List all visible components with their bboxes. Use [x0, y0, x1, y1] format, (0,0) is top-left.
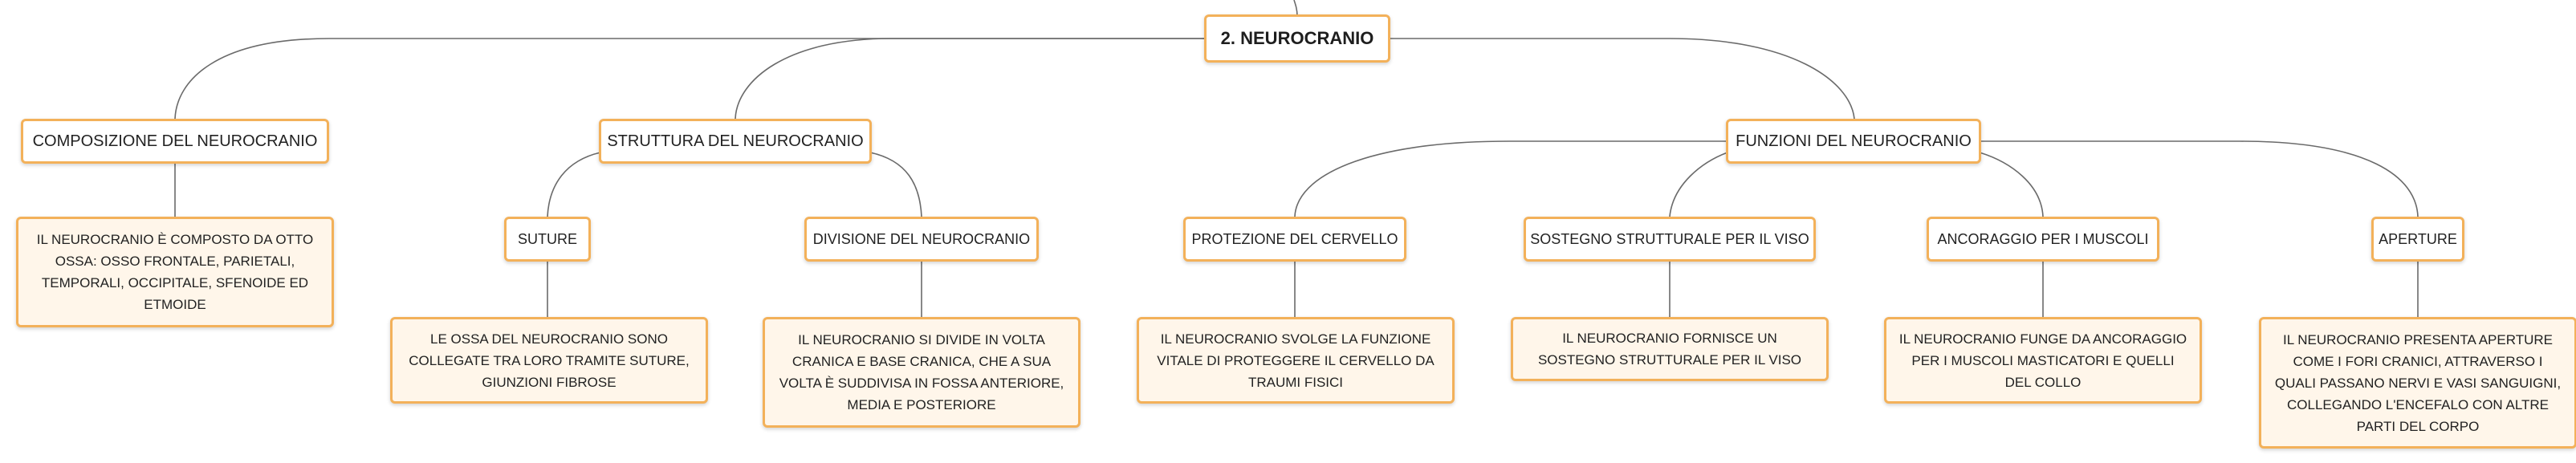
sub-ancoraggio[interactable]: ANCORAGGIO PER I MUSCOLI	[1927, 217, 2159, 262]
sub-aperture-label: APERTURE	[2379, 230, 2457, 247]
connector-struttura-suture	[547, 152, 601, 217]
detail-aperture[interactable]: IL NEUROCRANIO PRESENTA APERTURE COME I …	[2259, 317, 2576, 449]
connector-funzioni-sostegno	[1669, 152, 1728, 217]
topic-funzioni-label: FUNZIONI DEL NEUROCRANIO	[1736, 132, 1972, 150]
detail-divisione-text: IL NEUROCRANIO SI DIVIDE IN VOLTA CRANIC…	[779, 332, 1064, 412]
sub-sostegno-label: SOSTEGNO STRUTTURALE PER IL VISO	[1530, 230, 1809, 247]
sub-suture-label: SUTURE	[517, 230, 577, 247]
sub-protezione-label: PROTEZIONE DEL CERVELLO	[1191, 230, 1398, 247]
topic-funzioni[interactable]: FUNZIONI DEL NEUROCRANIO	[1726, 119, 1981, 164]
detail-sostegno-text: IL NEUROCRANIO FORNISCE UN SOSTEGNO STRU…	[1537, 331, 1802, 368]
detail-composizione-text: IL NEUROCRANIO È COMPOSTO DA OTTO OSSA: …	[36, 232, 314, 312]
sub-sostegno[interactable]: SOSTEGNO STRUTTURALE PER IL VISO	[1524, 217, 1816, 262]
sub-aperture[interactable]: APERTURE	[2371, 217, 2464, 262]
detail-sostegno[interactable]: IL NEUROCRANIO FORNISCE UN SOSTEGNO STRU…	[1511, 317, 1829, 381]
detail-aperture-text: IL NEUROCRANIO PRESENTA APERTURE COME I …	[2274, 331, 2562, 434]
sub-divisione-label: DIVISIONE DEL NEUROCRANIO	[812, 230, 1031, 247]
detail-protezione[interactable]: IL NEUROCRANIO SVOLGE LA FUNZIONE VITALE…	[1137, 317, 1455, 404]
topic-struttura-label: STRUTTURA DEL NEUROCRANIO	[607, 132, 864, 150]
detail-ancoraggio-text: IL NEUROCRANIO FUNGE DA ANCORAGGIO PER I…	[1898, 331, 2187, 390]
connector-struttura-divisione	[869, 152, 922, 217]
connector-parent-root	[1293, 0, 1298, 17]
detail-suture-text: LE OSSA DEL NEUROCRANIO SONO COLLEGATE T…	[409, 331, 690, 390]
root-label: 2. NEUROCRANIO	[1220, 28, 1374, 48]
connector-funzioni-protezione	[1294, 140, 1728, 217]
sub-ancoraggio-label: ANCORAGGIO PER I MUSCOLI	[1937, 230, 2149, 247]
topic-struttura[interactable]: STRUTTURA DEL NEUROCRANIO	[599, 119, 872, 164]
sub-protezione[interactable]: PROTEZIONE DEL CERVELLO	[1183, 217, 1406, 262]
sub-divisione[interactable]: DIVISIONE DEL NEUROCRANIO	[804, 217, 1039, 262]
connector-root-funzioni	[1390, 38, 1855, 120]
connector-root-struttura	[735, 38, 1204, 120]
connector-root-composizione	[174, 38, 1204, 120]
detail-composizione[interactable]: IL NEUROCRANIO È COMPOSTO DA OTTO OSSA: …	[16, 217, 334, 327]
connector-funzioni-aperture	[1980, 140, 2419, 217]
sub-suture[interactable]: SUTURE	[504, 217, 591, 262]
detail-divisione[interactable]: IL NEUROCRANIO SI DIVIDE IN VOLTA CRANIC…	[763, 317, 1080, 428]
connector-funzioni-ancoraggio	[1979, 152, 2044, 217]
root-node[interactable]: 2. NEUROCRANIO	[1204, 14, 1390, 63]
detail-ancoraggio[interactable]: IL NEUROCRANIO FUNGE DA ANCORAGGIO PER I…	[1884, 317, 2202, 404]
detail-protezione-text: IL NEUROCRANIO SVOLGE LA FUNZIONE VITALE…	[1157, 331, 1435, 390]
topic-composizione[interactable]: COMPOSIZIONE DEL NEUROCRANIO	[21, 119, 329, 164]
detail-suture[interactable]: LE OSSA DEL NEUROCRANIO SONO COLLEGATE T…	[390, 317, 708, 404]
topic-composizione-label: COMPOSIZIONE DEL NEUROCRANIO	[32, 132, 318, 150]
